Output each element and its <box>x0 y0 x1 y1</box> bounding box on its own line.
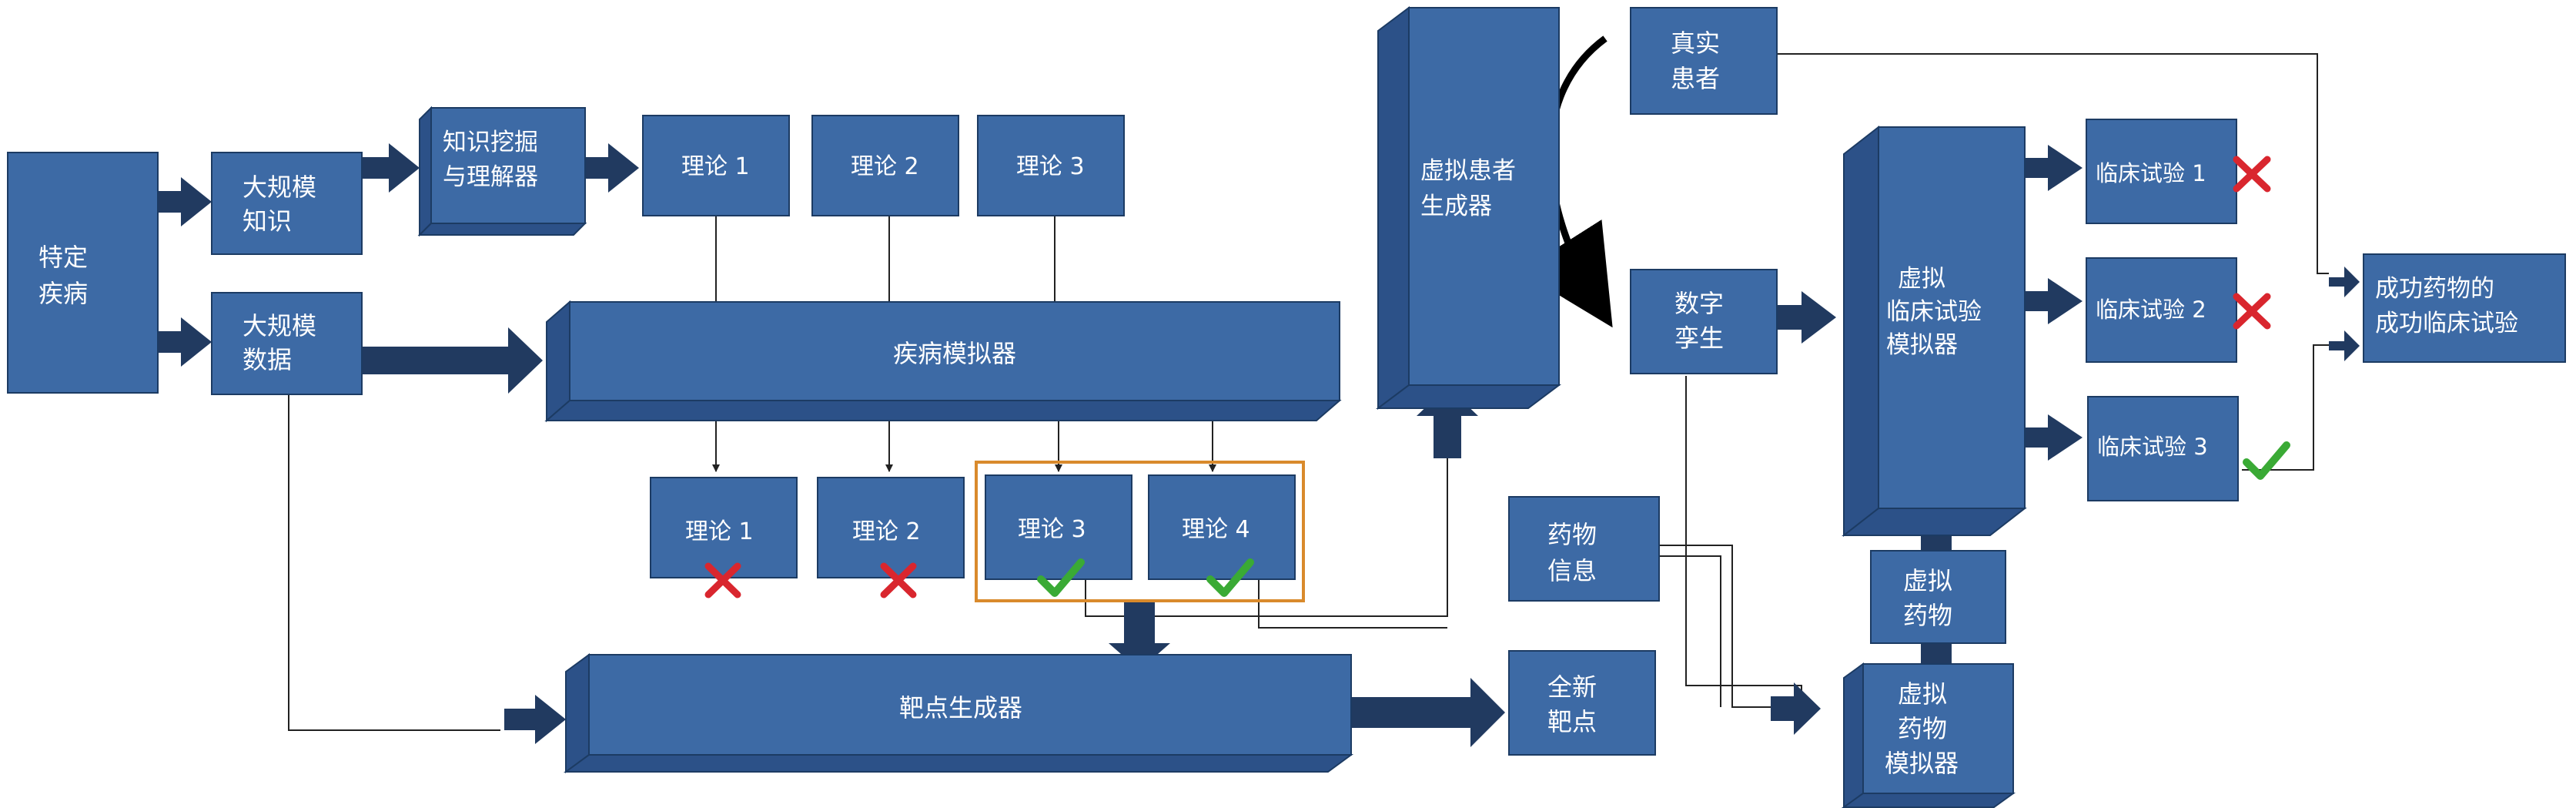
virtual-trial-simulator-label: 模拟器 <box>1886 331 1958 359</box>
specific-disease-label: 特定 <box>38 243 88 272</box>
virtual-patient-generator-box: 虚拟患者 生成器 <box>1376 6 1561 410</box>
digital-twin-label: 孪生 <box>1674 324 1724 353</box>
virtual-drug-box: 虚拟 药物 <box>1870 550 2006 644</box>
knowledge-mining-label: 与理解器 <box>443 163 538 191</box>
clinical-trial-3-box: 临床试验 3 <box>2087 396 2239 501</box>
virtual-drug-simulator-label: 模拟器 <box>1885 749 1959 778</box>
drug-info-box: 药物 信息 <box>1508 496 1660 602</box>
cross-icon <box>2233 156 2271 193</box>
target-generator-box: 靶点生成器 <box>563 653 1354 773</box>
large-knowledge-box: 大规模 知识 <box>211 152 363 255</box>
drug-info-label: 信息 <box>1547 556 1597 585</box>
virtual-drug-simulator-box: 虚拟 药物 模拟器 <box>1841 662 2016 808</box>
knowledge-mining-label: 知识挖掘 <box>443 129 538 156</box>
theory-top-2-box: 理论 2 <box>811 115 959 216</box>
theory-bottom-4-box: 理论 4 <box>1148 474 1296 580</box>
theory-top-1-box: 理论 1 <box>642 115 790 216</box>
large-knowledge-label: 大规模 <box>243 173 316 202</box>
svg-text:疾病: 疾病 <box>38 279 88 308</box>
real-patient-label: 真实 <box>1671 28 1720 58</box>
new-target-box: 全新 靶点 <box>1508 650 1656 756</box>
theory-bottom-2-box: 理论 2 <box>817 477 965 578</box>
theory-top-3-box: 理论 3 <box>977 115 1125 216</box>
theory-label: 理论 3 <box>1016 153 1085 180</box>
virtual-trial-simulator-box: 虚拟 临床试验 模拟器 <box>1842 125 2027 538</box>
theory-label: 理论 2 <box>851 153 919 180</box>
successful-trial-box: 成功药物的 成功临床试验 <box>2363 253 2566 363</box>
disease-simulator-box: 疾病模拟器 <box>544 300 1342 423</box>
clinical-trial-label: 临床试验 1 <box>2096 160 2206 186</box>
new-target-label: 靶点 <box>1547 707 1597 736</box>
clinical-trial-1-box: 临床试验 1 <box>2086 119 2237 224</box>
knowledge-mining-box: 知识挖掘 与理解器 <box>417 106 587 237</box>
theory-label: 理论 4 <box>1182 516 1250 543</box>
clinical-trial-label: 临床试验 2 <box>2096 297 2206 323</box>
theory-bottom-3-box: 理论 3 <box>985 474 1132 580</box>
clinical-trial-2-box: 临床试验 2 <box>2086 257 2237 363</box>
cross-icon <box>704 562 741 598</box>
new-target-label: 全新 <box>1547 672 1597 702</box>
theory-label: 理论 1 <box>685 518 754 545</box>
check-icon <box>1206 558 1254 597</box>
virtual-drug-simulator-label: 虚拟 <box>1898 679 1947 709</box>
svg-text:特定: 特定 <box>38 243 88 272</box>
block-arrows <box>142 143 2360 747</box>
virtual-drug-simulator-label: 药物 <box>1898 714 1947 743</box>
theory-label: 理论 3 <box>1018 516 1086 543</box>
disease-simulator-label: 疾病模拟器 <box>893 339 1016 368</box>
specific-disease-box: 特定 疾病 <box>7 152 159 394</box>
specific-disease-label: 疾病 <box>38 279 88 308</box>
check-icon <box>1037 558 1085 597</box>
successful-trial-label: 成功药物的 <box>2375 275 2494 303</box>
virtual-trial-simulator-label: 临床试验 <box>1886 298 1982 326</box>
cross-icon <box>2233 293 2271 330</box>
successful-trial-label: 成功临床试验 <box>2375 310 2518 337</box>
virtual-patient-generator-label: 生成器 <box>1420 193 1492 220</box>
virtual-drug-label: 药物 <box>1903 601 1952 630</box>
real-patient-label: 患者 <box>1671 64 1720 93</box>
digital-twin-label: 数字 <box>1674 289 1724 318</box>
theory-bottom-1-box: 理论 1 <box>650 477 798 578</box>
large-data-label: 数据 <box>243 345 292 374</box>
theory-label: 理论 1 <box>681 153 750 180</box>
virtual-trial-simulator-label: 虚拟 <box>1898 265 1945 293</box>
virtual-drug-label: 虚拟 <box>1903 566 1952 595</box>
large-knowledge-label: 知识 <box>243 206 292 236</box>
clinical-trial-label: 临床试验 3 <box>2097 434 2208 460</box>
large-data-label: 大规模 <box>243 311 316 340</box>
target-generator-label: 靶点生成器 <box>899 693 1022 723</box>
virtual-patient-generator-label: 虚拟患者 <box>1420 157 1516 185</box>
large-data-box: 大规模 数据 <box>211 292 363 395</box>
real-patient-box: 真实 患者 <box>1630 7 1778 115</box>
drug-info-label: 药物 <box>1547 520 1597 549</box>
selected-theories-highlight <box>975 461 1305 602</box>
cross-icon <box>880 562 917 598</box>
digital-twin-box: 数字 孪生 <box>1630 269 1778 374</box>
check-icon <box>2243 441 2290 480</box>
theory-label: 理论 2 <box>852 518 921 545</box>
